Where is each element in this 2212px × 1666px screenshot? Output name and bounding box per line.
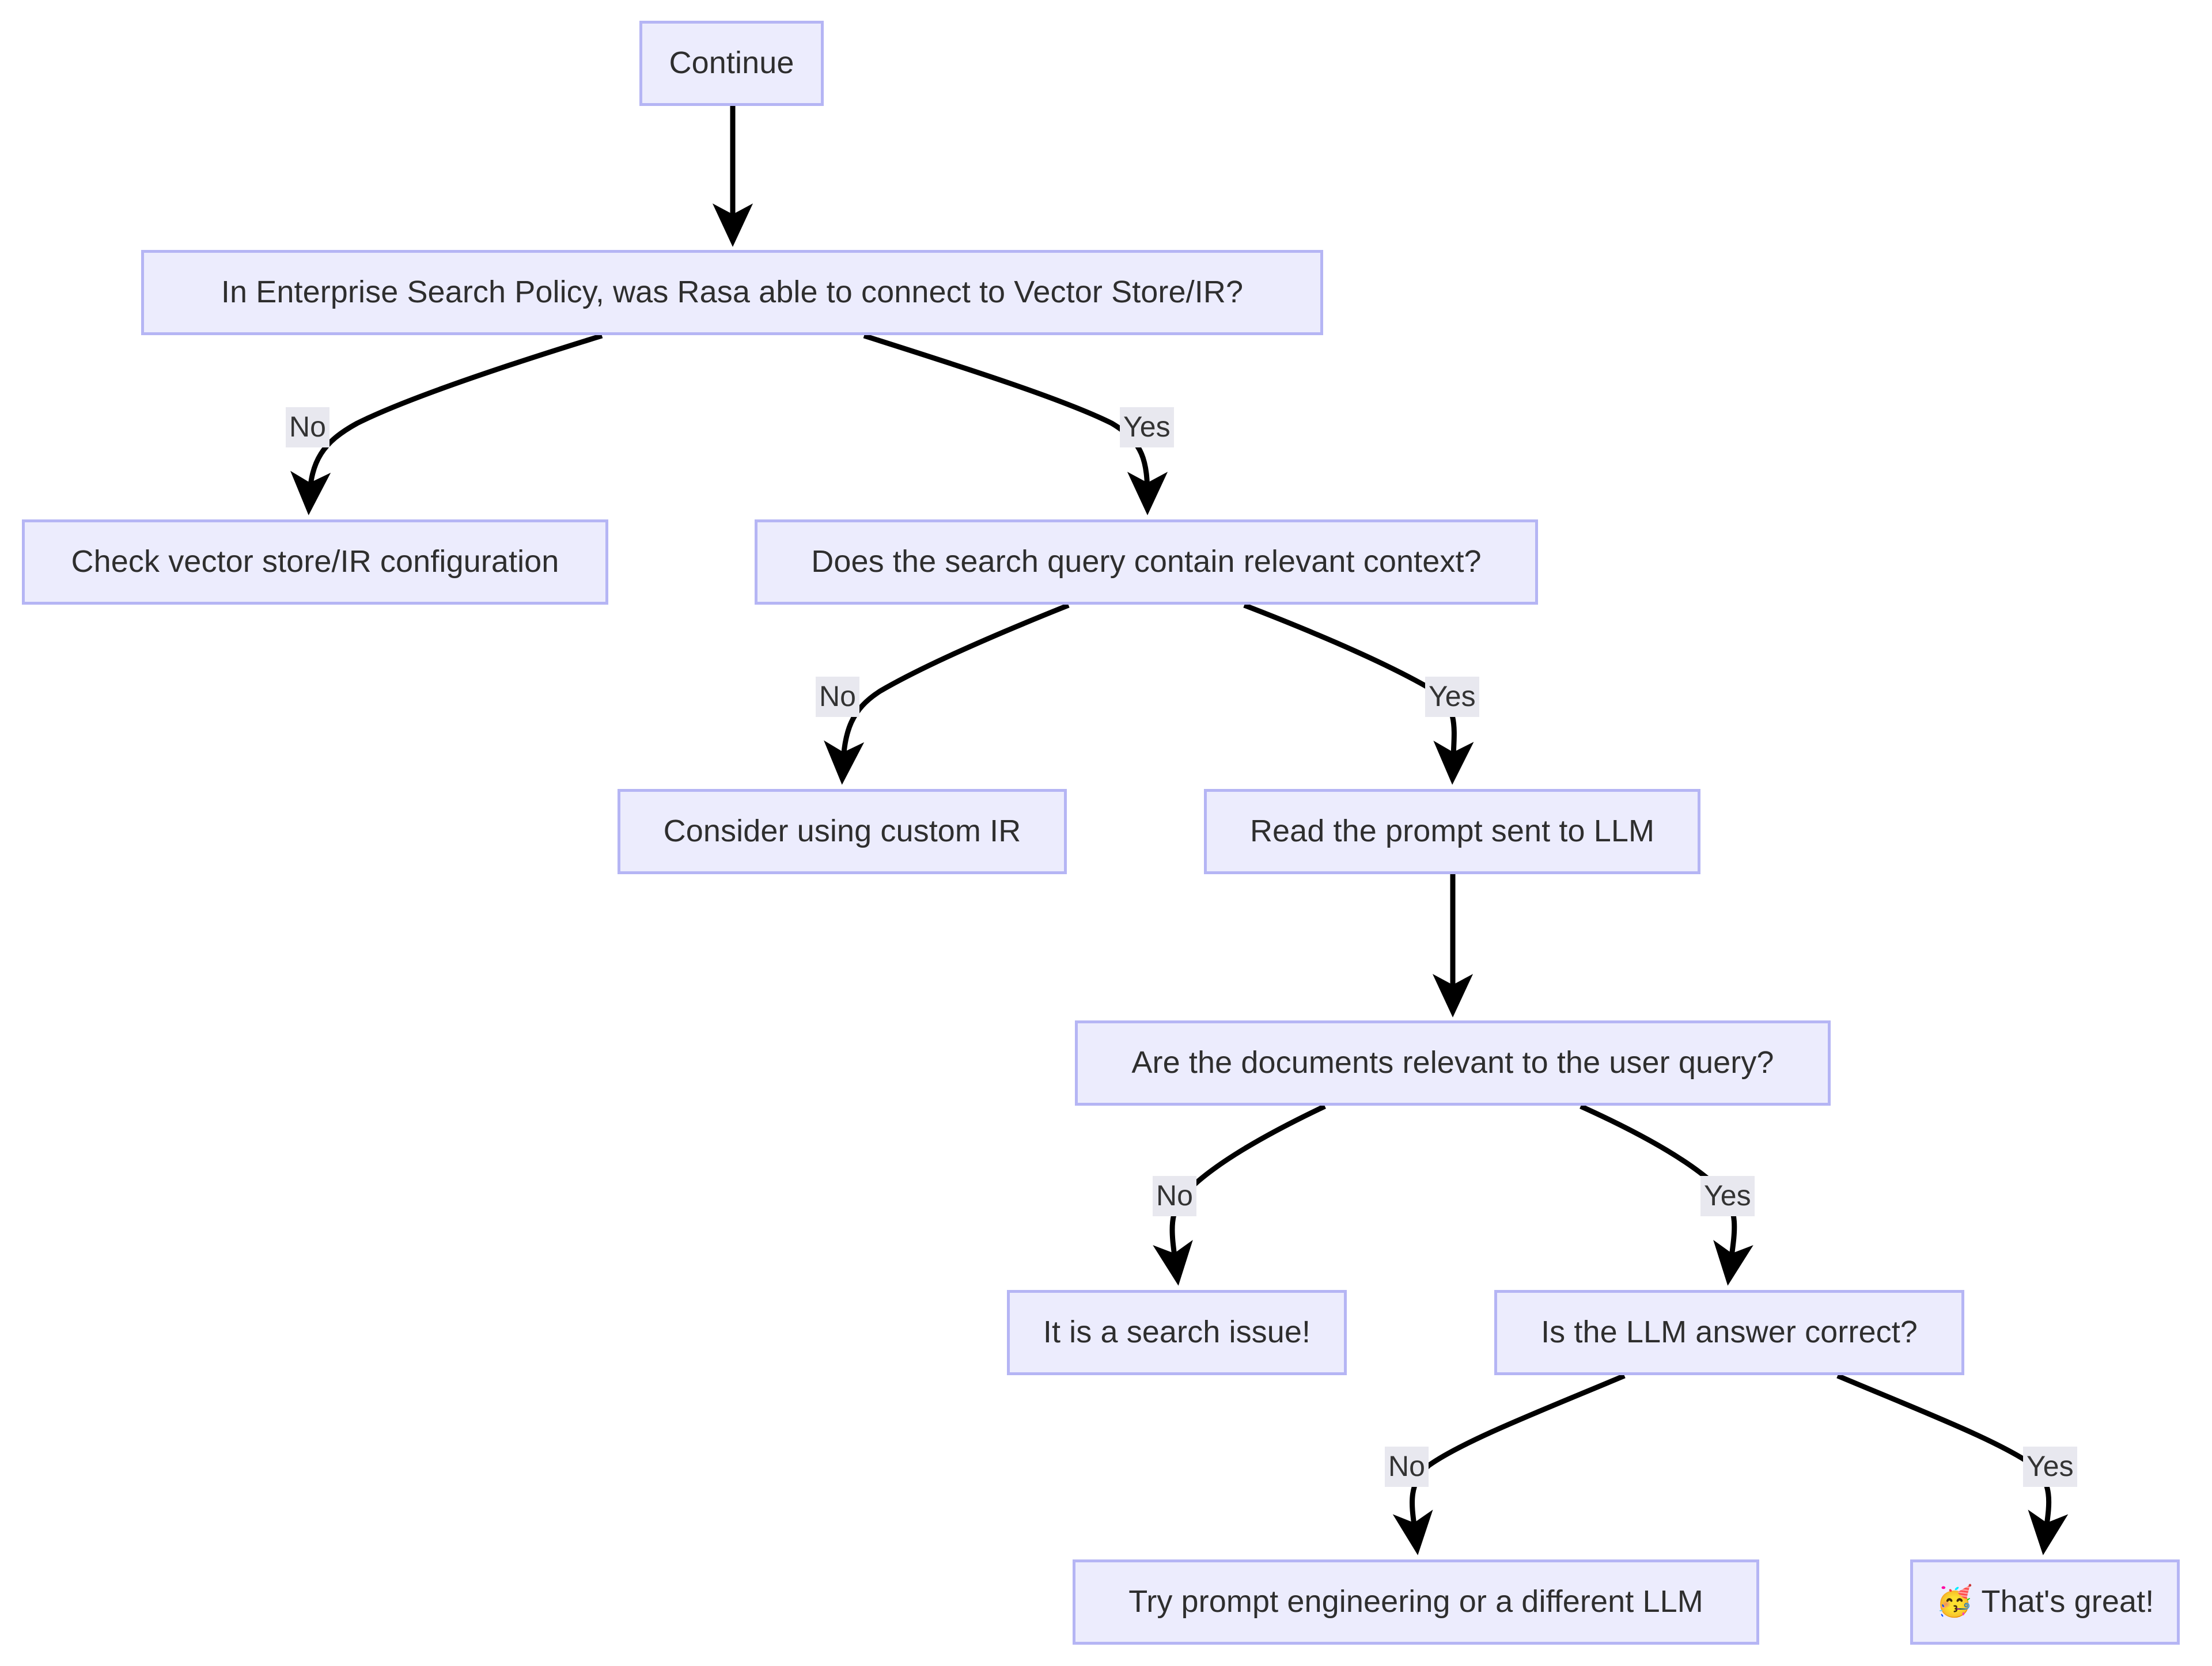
edge-connect_q-to-check_cfg (290, 333, 603, 515)
node-label: In Enterprise Search Policy, was Rasa ab… (221, 275, 1244, 310)
node-label: Does the search query contain relevant c… (811, 544, 1482, 579)
edge-llm_q-to-try_prompt (1392, 1373, 1626, 1555)
node-label: Try prompt engineering or a different LL… (1128, 1584, 1703, 1619)
node-read_prompt[interactable]: Read the prompt sent to LLM (1204, 789, 1700, 874)
node-label: Continue (669, 45, 794, 81)
node-label: Check vector store/IR configuration (71, 544, 559, 579)
edge-label-llm_q-yes: Yes (2023, 1447, 2077, 1487)
node-label: Read the prompt sent to LLM (1249, 814, 1655, 849)
node-llm_q[interactable]: Is the LLM answer correct? (1494, 1290, 1964, 1375)
edge-context_q-to-custom_ir (824, 602, 1070, 785)
edge-connect_q-to-context_q (863, 333, 1168, 515)
edge-label-connect_q-no: No (286, 407, 329, 447)
node-label: It is a search issue! (1043, 1315, 1311, 1350)
node-custom_ir[interactable]: Consider using custom IR (618, 789, 1067, 874)
node-search_issue[interactable]: It is a search issue! (1007, 1290, 1347, 1375)
node-check_cfg[interactable]: Check vector store/IR configuration (22, 519, 608, 605)
node-label: Is the LLM answer correct? (1541, 1315, 1918, 1350)
node-label: Are the documents relevant to the user q… (1131, 1045, 1774, 1080)
node-continue[interactable]: Continue (639, 21, 824, 106)
edge-label-connect_q-yes: Yes (1120, 407, 1174, 447)
node-context_q[interactable]: Does the search query contain relevant c… (755, 519, 1538, 605)
edge-label-docs_q-yes: Yes (1700, 1176, 1755, 1216)
edge-llm_q-to-great (1836, 1373, 2069, 1555)
edge-label-llm_q-no: No (1385, 1447, 1429, 1487)
node-label: Consider using custom IR (663, 814, 1021, 849)
node-try_prompt[interactable]: Try prompt engineering or a different LL… (1073, 1559, 1759, 1645)
edge-label-docs_q-no: No (1153, 1176, 1196, 1216)
node-docs_q[interactable]: Are the documents relevant to the user q… (1075, 1020, 1831, 1106)
partying-face-icon: 🥳 (1936, 1585, 1974, 1619)
edge-label-context_q-yes: Yes (1425, 677, 1479, 717)
edge-label-context_q-no: No (816, 677, 859, 717)
node-label: That's great! (1981, 1584, 2154, 1619)
node-great[interactable]: 🥳That's great! (1910, 1559, 2180, 1645)
edge-context_q-to-read_prompt (1243, 602, 1474, 785)
node-connect_q[interactable]: In Enterprise Search Policy, was Rasa ab… (141, 250, 1323, 335)
